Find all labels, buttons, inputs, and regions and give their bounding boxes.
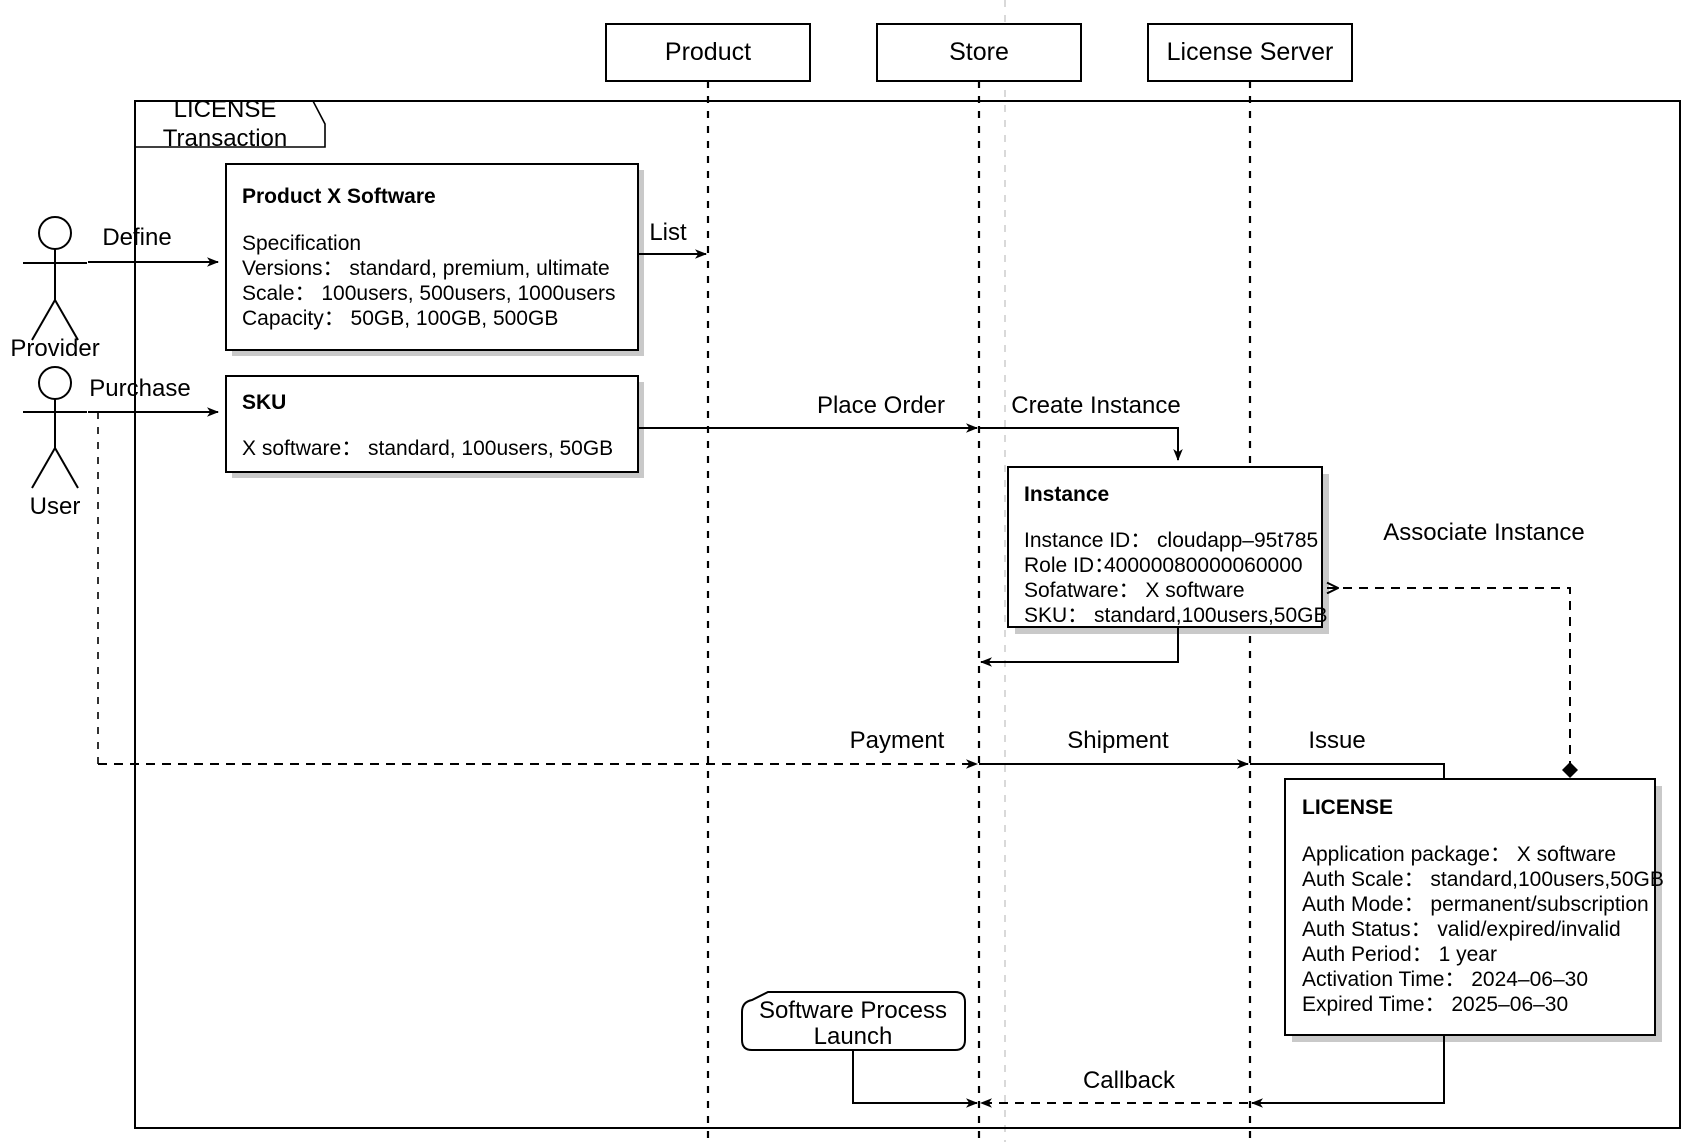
message-define[interactable]: Define [88,224,219,267]
message-callback[interactable]: Callback [980,1067,1248,1108]
frame-label-line1: LICENSE [174,96,277,123]
lifeline-head-license-server[interactable]: License Server [1147,23,1353,82]
message-label-shipment: Shipment [1067,727,1169,754]
message-label-callback: Callback [1083,1067,1176,1094]
note-line-instance-sku: SKU： standard,100users,50GB [1024,604,1328,627]
lifeline-label-license-server: License Server [1167,38,1334,66]
actor-label-provider: Provider [10,335,99,362]
message-list[interactable]: List [638,219,707,259]
associate-instance-diamond-icon [1562,762,1578,778]
note-line-instance-id: Instance ID： cloudapp–95t785 [1024,529,1318,552]
note-line-scale: Scale： 100users, 500users, 1000users [242,282,616,305]
note-line-activation-time: Activation Time： 2024–06–30 [1302,968,1588,991]
note-license[interactable]: LICENSE Application package： X software … [1284,778,1664,1042]
note-line-sofatware: Sofatware： X software [1024,579,1245,602]
note-line-versions: Versions： standard, premium, ultimate [242,257,610,280]
note-title-license: LICENSE [1302,796,1393,819]
note-line-auth-period: Auth Period： 1 year [1302,943,1497,966]
message-label-issue: Issue [1308,727,1365,754]
note-line-capacity: Capacity： 50GB, 100GB, 500GB [242,307,558,330]
note-title-sku: SKU [242,391,286,414]
note-title-product-x-software: Product X Software [242,185,436,208]
note-role-id-value: 40000080000060000 [1104,554,1303,577]
note-line-auth-scale: Auth Scale： standard,100users,50GB [1302,868,1664,891]
actor-label-user: User [30,493,81,520]
message-shipment[interactable]: Shipment [979,727,1249,769]
message-label-associate-instance: Associate Instance [1383,519,1584,546]
note-role-id-key: Role ID： [1024,554,1115,577]
message-payment[interactable]: Payment [98,727,978,769]
note-line-expired-time: Expired Time： 2025–06–30 [1302,993,1568,1016]
note-product-x-software[interactable]: Product X Software Specification Version… [225,163,644,356]
note-title-instance: Instance [1024,483,1109,506]
note-line-specification: Specification [242,232,361,255]
lifeline-head-store[interactable]: Store [876,23,1082,82]
note-instance[interactable]: Instance Instance ID： cloudapp–95t785 Ro… [1007,466,1329,634]
note-line-software-process: Software Process [759,997,947,1024]
note-line-auth-mode: Auth Mode： permanent/subscription [1302,893,1649,916]
note-line-sku-detail: X software： standard, 100users, 50GB [242,437,613,460]
message-label-define: Define [102,224,171,251]
message-label-place-order: Place Order [817,392,945,419]
message-place-order[interactable]: Place Order [638,392,978,433]
message-label-list: List [649,219,687,246]
message-purchase[interactable]: Purchase [88,375,219,417]
actor-user[interactable]: User [23,366,87,520]
message-license-to-server[interactable] [1251,1035,1445,1108]
note-line-launch: Launch [814,1023,893,1050]
lifeline-label-store: Store [949,38,1009,66]
message-label-create-instance: Create Instance [1011,392,1180,419]
message-label-purchase: Purchase [89,375,190,402]
message-label-payment: Payment [850,727,945,754]
frame-label-line2: Transaction [163,125,288,152]
lifeline-label-product: Product [665,38,751,66]
message-launch-to-store[interactable] [852,1050,978,1108]
message-associate-instance[interactable]: Associate Instance [1327,519,1585,770]
interaction-frame: LICENSE Transaction [134,96,1681,1129]
note-line-application-package: Application package： X software [1302,843,1616,866]
note-software-process-launch[interactable]: Software Process Launch [741,991,966,1051]
note-line-role-id: Role ID： [1024,554,1115,577]
note-sku[interactable]: SKU X software： standard, 100users, 50GB [225,375,644,478]
actor-provider[interactable]: Provider [10,216,100,362]
note-line-auth-status: Auth Status： valid/expired/invalid [1302,918,1621,941]
message-instance-return[interactable] [980,627,1179,667]
message-create-instance[interactable]: Create Instance [979,392,1183,461]
lifeline-head-product[interactable]: Product [605,23,811,82]
